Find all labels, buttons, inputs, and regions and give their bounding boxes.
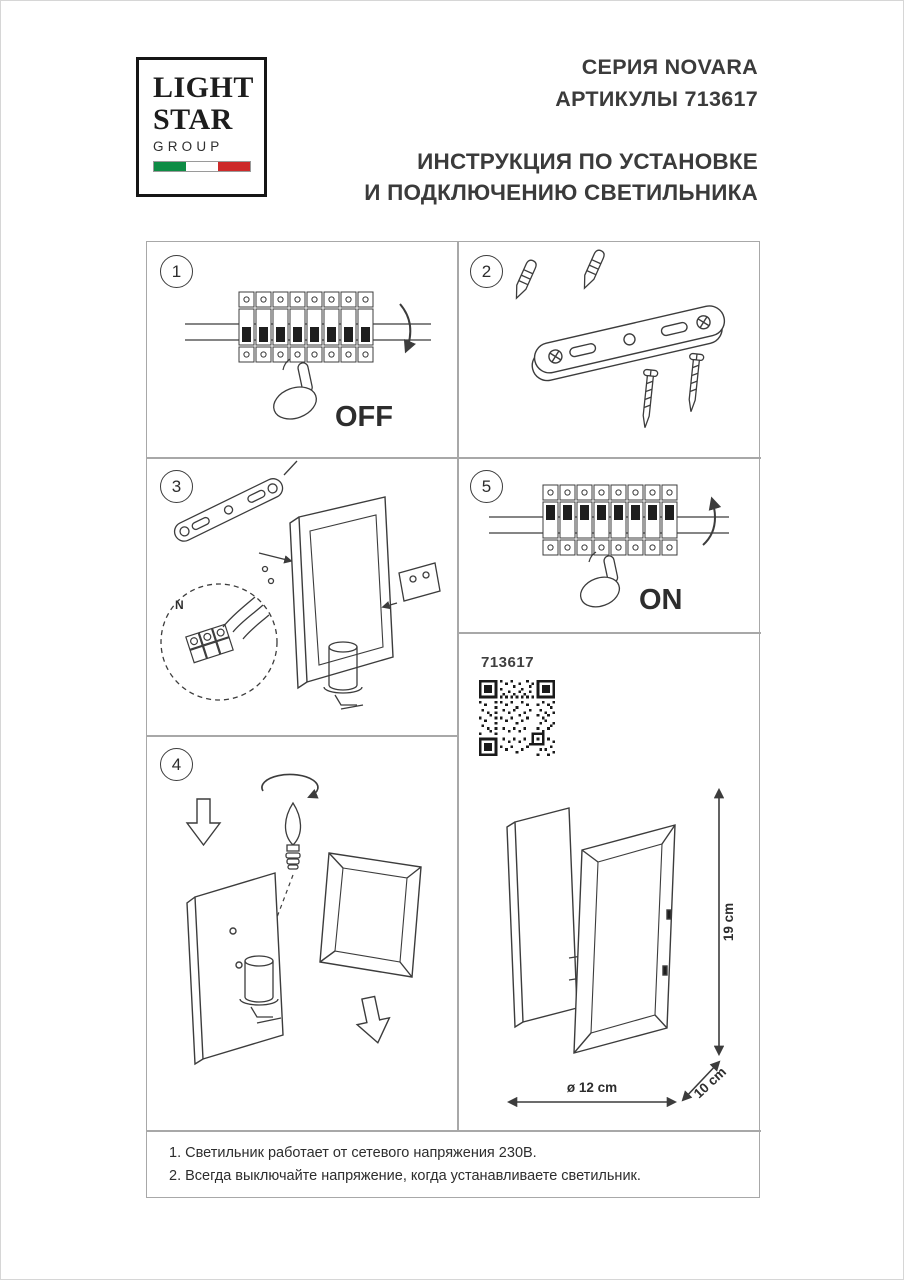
step2-number-badge: 2 — [470, 255, 503, 288]
step1-panel: 1 OFF — [147, 242, 457, 457]
step4-number-badge: 4 — [160, 748, 193, 781]
step2-mounting-diagram — [511, 248, 726, 430]
grid-divider — [147, 735, 457, 737]
magnifier-circle — [160, 583, 278, 701]
mounting-bracket — [531, 305, 726, 382]
wall-anchor-icon — [511, 248, 607, 301]
pointing-hand-icon — [273, 358, 317, 420]
article-number: 713617 — [481, 654, 535, 671]
grid-divider — [147, 457, 761, 459]
grid-divider — [147, 1130, 761, 1132]
pointing-hand-icon — [579, 551, 621, 608]
logo-word-light: LIGHT — [153, 71, 254, 104]
off-label: OFF — [335, 401, 393, 433]
step1-power-off-diagram: OFF — [185, 291, 431, 433]
neutral-wire-label: N — [175, 598, 184, 612]
lamp-socket — [239, 955, 282, 1024]
grid-divider — [457, 632, 761, 634]
circuit-breaker-strip — [238, 291, 374, 363]
step4-bulb-shade-diagram — [185, 773, 422, 1066]
svg-text:10 cm: 10 cm — [691, 1064, 729, 1101]
svg-text:ø 12 cm: ø 12 cm — [567, 1080, 617, 1095]
svg-text:19 cm: 19 cm — [721, 903, 736, 941]
step5-number-badge: 5 — [470, 470, 503, 503]
wall-plate — [506, 807, 578, 1029]
shade — [573, 824, 676, 1054]
on-label: ON — [639, 584, 683, 616]
height-dimension: 19 cm — [713, 787, 736, 1057]
series-title: СЕРИЯ NOVARA — [581, 55, 758, 79]
notes: 1. Светильник работает от сетевого напря… — [147, 1130, 761, 1199]
mounting-screw-icon — [637, 352, 705, 430]
terminal-block — [185, 623, 234, 664]
lightstar-logo: LIGHT STAR GROUP — [136, 57, 267, 197]
step2-panel: 2 — [457, 242, 761, 457]
step5-power-on-diagram: ON — [489, 484, 729, 616]
depth-dimension: 10 cm — [681, 1060, 729, 1102]
diameter-dimension: ø 12 cm — [506, 1080, 678, 1108]
step3-wiring-diagram: N — [160, 460, 441, 710]
shade — [319, 852, 422, 978]
italy-flag-icon — [153, 161, 251, 172]
title-block: СЕРИЯ NOVARA АРТИКУЛЫ 713617 ИНСТРУКЦИЯ … — [364, 51, 758, 209]
qr-code — [479, 680, 555, 756]
backplate — [186, 872, 284, 1066]
fixing-screws — [258, 552, 293, 585]
wires — [222, 596, 270, 640]
turn-on-arrow — [702, 496, 722, 546]
bracket-on-wall — [173, 478, 284, 542]
circuit-breaker-strip — [542, 484, 678, 556]
grid-divider — [457, 242, 459, 1130]
wall-bracket-arm — [381, 562, 441, 610]
candle-bulb-icon — [284, 801, 302, 870]
turn-off-arrow — [399, 303, 416, 354]
step4-panel: 4 — [147, 735, 457, 1130]
step5-panel: 5 ON — [457, 457, 761, 632]
logo-word-group: GROUP — [153, 139, 224, 154]
dimensions-diagram: 19 cm 10 cm ø 12 cm — [506, 787, 736, 1108]
instruction-title-line2: И ПОДКЛЮЧЕНИЮ СВЕТИЛЬНИКА — [364, 180, 758, 206]
logo-word-star: STAR — [153, 102, 233, 136]
down-arrow-outline — [355, 995, 391, 1044]
step3-number-badge: 3 — [160, 470, 193, 503]
note-line-1: 1. Светильник работает от сетевого напря… — [169, 1145, 537, 1161]
down-arrow-outline — [185, 798, 222, 847]
rotate-arrow — [261, 773, 319, 799]
step1-number-badge: 1 — [160, 255, 193, 288]
step3-panel: 3 — [147, 457, 457, 735]
steps-grid: 1 OFF — [146, 241, 761, 1199]
backplate — [289, 496, 394, 690]
product-panel: 713617 — [457, 632, 761, 1130]
note-line-2: 2. Всегда выключайте напряжение, когда у… — [169, 1168, 641, 1185]
article-title: АРТИКУЛЫ 713617 — [555, 87, 758, 112]
lamp-socket — [323, 641, 364, 710]
instruction-title-line1: ИНСТРУКЦИЯ ПО УСТАНОВКЕ — [417, 148, 758, 174]
